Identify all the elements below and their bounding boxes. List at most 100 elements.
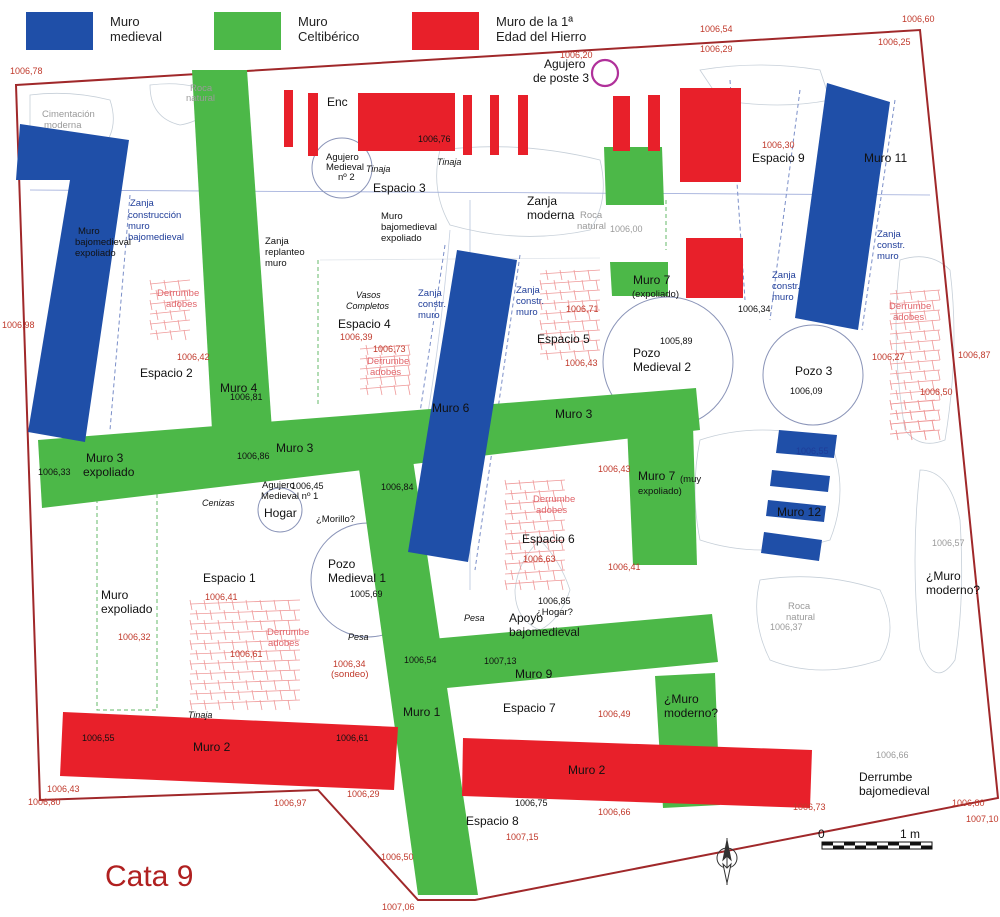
label-muro-6: Muro 6 bbox=[432, 401, 470, 415]
label-muro-2-right: Muro 2 bbox=[568, 763, 606, 777]
elev-red: 1007,10 bbox=[966, 814, 999, 824]
label-pesa-1: Pesa bbox=[464, 613, 485, 623]
label-tinaja-1: Tinaja bbox=[366, 164, 390, 174]
elev-red: 1006,98 bbox=[2, 320, 35, 330]
medieval-walls bbox=[16, 83, 890, 562]
elev-red: 1006,42 bbox=[177, 352, 210, 362]
muro-bajomedieval-expoliado bbox=[16, 124, 129, 442]
muro-7-muy-expoliado bbox=[627, 425, 697, 565]
muro-red-bar-1 bbox=[284, 90, 293, 147]
label-morillo: ¿Morillo? bbox=[316, 514, 355, 525]
label-zanja-c-3: muro bbox=[772, 292, 794, 303]
elev-red: 1006,54 bbox=[700, 24, 733, 34]
label-muro-bajo-left-c: expoliado bbox=[75, 248, 116, 259]
elev-red: 1006,80 bbox=[28, 797, 61, 807]
label-tinaja-2: Tinaja bbox=[437, 157, 461, 167]
label-derrumbe-adobes-e4-a: Derrumbe bbox=[367, 356, 409, 367]
label-muro-7-exp-2: (expoliado) bbox=[632, 289, 679, 300]
label-muro-expoliado-a: Muro bbox=[101, 588, 129, 602]
muro-red-bar-5 bbox=[518, 95, 528, 155]
elev-black: 1006,55 bbox=[82, 733, 115, 743]
label-muro-bajo-exp-c: expoliado bbox=[381, 233, 422, 244]
label-zanja-replanteo-b: replanteo bbox=[265, 247, 305, 258]
elev-blue: 1006,55 bbox=[796, 446, 829, 456]
elev-red: 1006,73 bbox=[373, 344, 406, 354]
agujero-poste-3 bbox=[590, 58, 620, 88]
label-roca-top-a: Roca bbox=[190, 83, 213, 94]
cata-title: Cata 9 bbox=[105, 860, 194, 893]
label-derrumbe-adobes-e4-b: adobes bbox=[370, 367, 401, 378]
label-tinaja-3: Tinaja bbox=[188, 710, 212, 720]
elev-grey: 1006,00 bbox=[610, 224, 643, 234]
elevations-other: 1006,55 1006,00 1006,37 1006,57 1006,66 bbox=[610, 224, 965, 760]
label-derrumbe-adobes-right-b: adobes bbox=[893, 312, 924, 323]
label-pozo-3: Pozo 3 bbox=[795, 364, 833, 378]
label-zanja-b-2: constr. bbox=[516, 296, 544, 307]
italic-labels: Tinaja Tinaja Tinaja Vasos Completos Cen… bbox=[188, 157, 485, 720]
label-zanja-b-3: muro bbox=[516, 307, 538, 318]
label-roca-right-b: natural bbox=[786, 612, 815, 623]
label-pozo-medieval-1-b: Medieval 1 bbox=[328, 571, 386, 585]
elev-red: 1006,97 bbox=[274, 798, 307, 808]
main-labels: Muro 6 Muro 3 Muro 3 Muro 3 expoliado Mu… bbox=[75, 57, 980, 828]
muro-9 bbox=[420, 614, 718, 690]
elev-red: 1006,34 bbox=[333, 659, 366, 669]
label-sondeo: (sondeo) bbox=[331, 669, 369, 680]
elev-black: 1006,86 bbox=[237, 451, 270, 461]
label-espacio-5: Espacio 5 bbox=[537, 332, 590, 346]
elev-black: 1006,84 bbox=[381, 482, 414, 492]
muro-red-lower-right bbox=[686, 238, 743, 298]
elev-red: 1006,78 bbox=[10, 66, 43, 76]
label-zanja-d-2: constr. bbox=[877, 240, 905, 251]
elev-red: 1006,60 bbox=[902, 14, 935, 24]
muro-red-bar-4 bbox=[490, 95, 499, 155]
elev-red: 1006,43 bbox=[47, 784, 80, 794]
elev-red: 1007,06 bbox=[382, 902, 415, 912]
muro-red-bar-6 bbox=[613, 96, 630, 151]
label-espacio-2: Espacio 2 bbox=[140, 366, 193, 380]
label-agujero-med2-c: nº 2 bbox=[338, 172, 355, 183]
muro-red-bar-3 bbox=[463, 95, 472, 155]
label-derrumbe-adobes-left-b: adobes bbox=[166, 299, 197, 310]
elev-black: 1006,34 bbox=[738, 304, 771, 314]
label-pozo-medieval-1-a: Pozo bbox=[328, 557, 356, 571]
label-muro-expoliado-b: expoliado bbox=[101, 602, 153, 616]
label-zanja-constr-bajo-a: Zanja bbox=[130, 198, 154, 209]
label-zanja-a-1: Zanja bbox=[418, 288, 442, 299]
label-muro-7-muy-2: (muy bbox=[680, 474, 701, 485]
adobe-hatching bbox=[149, 269, 941, 711]
elev-red: 1006,29 bbox=[700, 44, 733, 54]
celtiberico-walls bbox=[38, 70, 720, 895]
label-apoyo-a: Apoyo bbox=[509, 611, 543, 625]
label-zanja-constr-bajo-c: muro bbox=[128, 221, 150, 232]
label-muro-bajo-left-b: bajomedieval bbox=[75, 237, 131, 248]
elev-red: 1006,30 bbox=[762, 140, 795, 150]
label-zanja-c-1: Zanja bbox=[772, 270, 796, 281]
elev-grey: 1006,66 bbox=[876, 750, 909, 760]
hogar-outline bbox=[257, 487, 303, 533]
label-zanja-d-1: Zanja bbox=[877, 229, 901, 240]
label-zanja-moderna-b: moderna bbox=[527, 208, 575, 222]
elev-black: 1005,89 bbox=[660, 336, 693, 346]
muro-red-bar-2 bbox=[308, 93, 318, 156]
label-agujero-med1-b: Medieval nº 1 bbox=[261, 491, 318, 502]
label-agujero-med1-a: Agujero bbox=[262, 480, 295, 491]
grey-labels: Cimentación moderna Roca natural Roca na… bbox=[42, 83, 815, 623]
muro-2-left bbox=[60, 712, 398, 790]
label-muro-bajo-exp-a: Muro bbox=[381, 211, 403, 222]
label-roca-mid-a: Roca bbox=[580, 210, 603, 221]
agujero-medieval-2-outline bbox=[311, 137, 373, 199]
label-zanja-replanteo-c: muro bbox=[265, 258, 287, 269]
muro-green-top bbox=[604, 147, 664, 205]
label-espacio-9: Espacio 9 bbox=[752, 151, 805, 165]
label-zanja-b-1: Zanja bbox=[516, 285, 540, 296]
label-muro-bajo-exp-b: bajomedieval bbox=[381, 222, 437, 233]
muro-4 bbox=[192, 70, 272, 430]
elev-grey: 1006,57 bbox=[932, 538, 965, 548]
label-muro-9: Muro 9 bbox=[515, 667, 553, 681]
scale-bar: 0 1 m bbox=[818, 827, 933, 850]
elev-red: 1006,41 bbox=[608, 562, 641, 572]
label-muro-moderno-b-2: moderno? bbox=[926, 583, 980, 597]
elev-black: 1006,45 bbox=[291, 481, 324, 491]
